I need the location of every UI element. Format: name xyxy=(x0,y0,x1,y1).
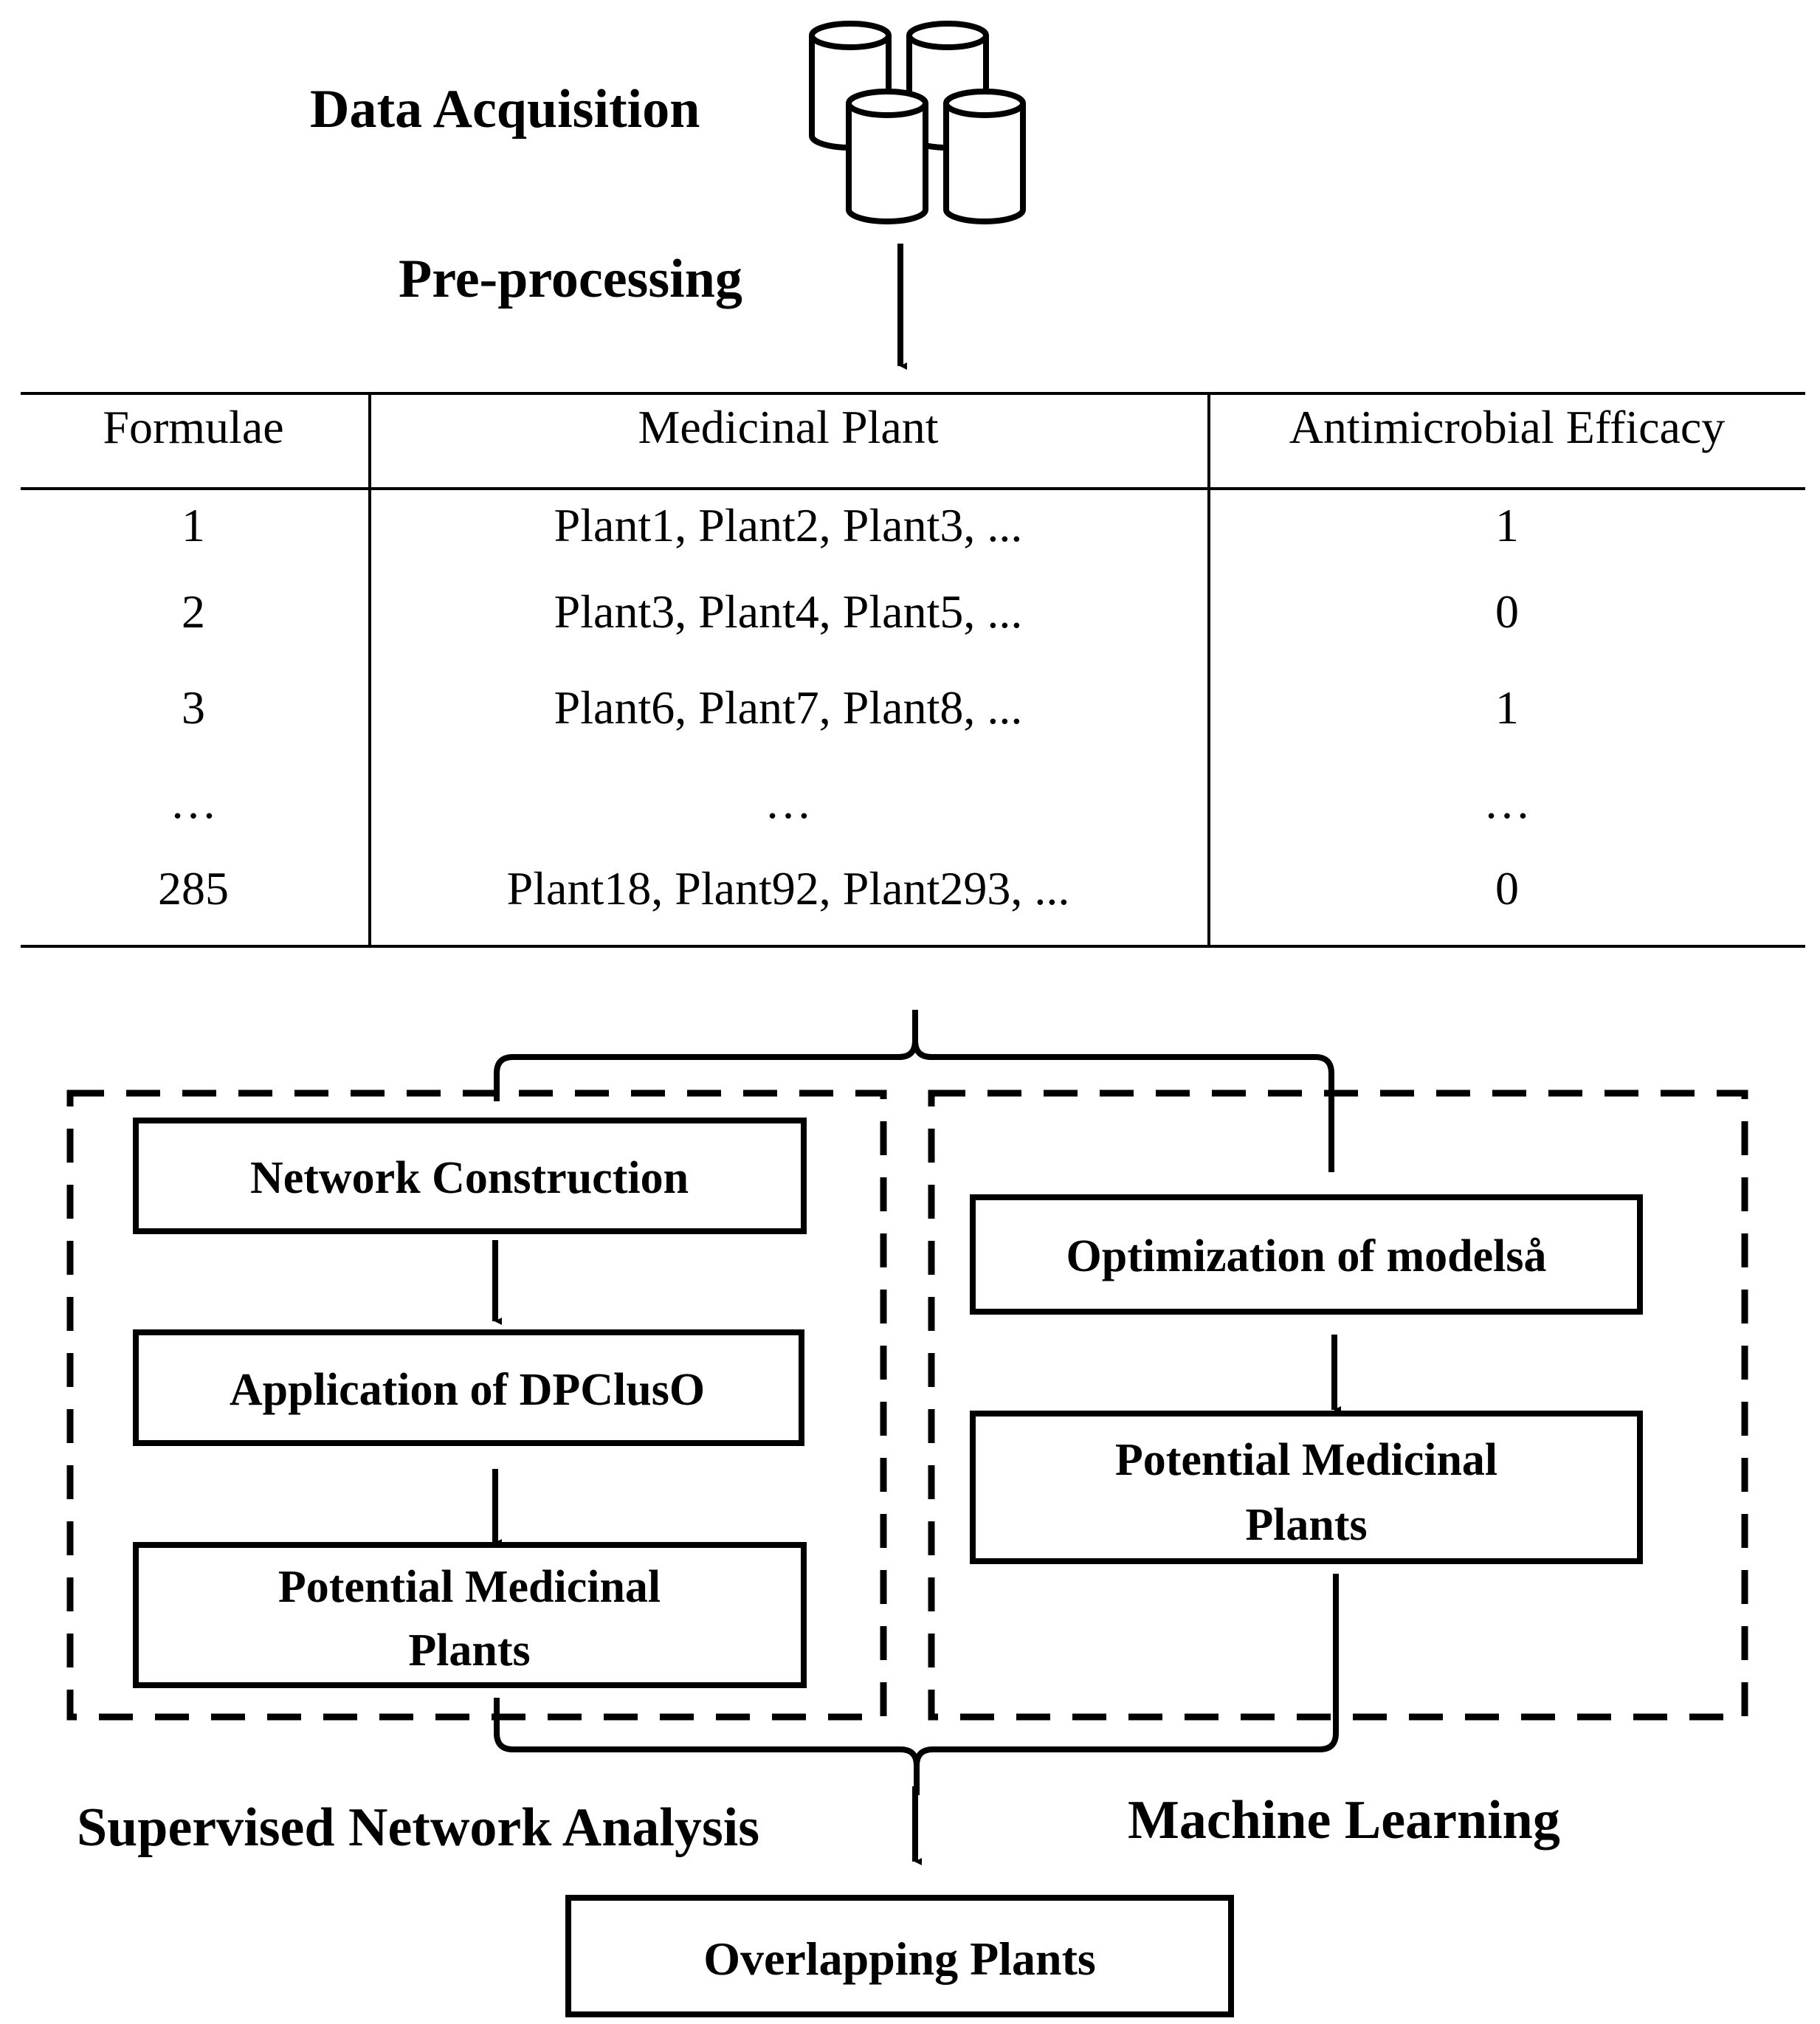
network-construction-label: Network Construction xyxy=(250,1153,689,1203)
overlapping-plants-box: Overlapping Plants xyxy=(565,1895,1234,2017)
table-row: 3 Plant6, Plant7, Plant8, ... 1 xyxy=(182,681,1519,734)
potential-plants-right-box: Potential Medicinal Plants xyxy=(970,1411,1643,1564)
table-cell-formula: 285 xyxy=(158,862,229,915)
optimization-label: Optimization of modelså xyxy=(1066,1231,1547,1281)
dpcluso-box: Application of DPClusO xyxy=(133,1329,804,1446)
potential-plants-left-line2: Plants xyxy=(408,1625,530,1676)
potential-plants-right-line1: Potential Medicinal xyxy=(1115,1435,1497,1485)
split-brace xyxy=(494,1010,1334,1172)
dpcluso-label: Application of DPClusO xyxy=(230,1365,705,1415)
formulae-table: Formulae Medicinal Plant Antimicrobial E… xyxy=(21,392,1805,948)
supervised-network-analysis-label: Supervised Network Analysis xyxy=(77,1797,759,1858)
table-row: … … … xyxy=(170,776,1531,828)
table-cell-formula: … xyxy=(170,776,217,828)
column-header-antimicrobial-efficacy: Antimicrobial Efficacy xyxy=(1289,401,1726,453)
table-row: 285 Plant18, Plant92, Plant293, ... 0 xyxy=(158,862,1519,915)
column-header-medicinal-plant: Medicinal Plant xyxy=(638,401,938,453)
table-row: 1 Plant1, Plant2, Plant3, ... 1 xyxy=(182,499,1519,551)
data-acquisition-label: Data Acquisition xyxy=(310,79,700,140)
table-cell-efficacy: 1 xyxy=(1495,499,1519,551)
machine-learning-label: Machine Learning xyxy=(1128,1790,1560,1851)
network-construction-box: Network Construction xyxy=(133,1118,807,1234)
potential-plants-left-line1: Potential Medicinal xyxy=(278,1562,661,1612)
table-cell-plants: Plant18, Plant92, Plant293, ... xyxy=(507,862,1070,915)
potential-plants-right-line2: Plants xyxy=(1245,1500,1367,1550)
table-cell-formula: 3 xyxy=(182,681,205,734)
merge-brace xyxy=(494,1574,1339,1795)
machine-learning-panel xyxy=(928,1090,1748,1721)
column-header-formulae: Formulae xyxy=(103,401,283,453)
pre-processing-label: Pre-processing xyxy=(399,249,742,309)
optimization-box: Optimization of modelså xyxy=(970,1194,1643,1315)
table-cell-efficacy: … xyxy=(1483,776,1531,828)
table-cell-formula: 1 xyxy=(182,499,205,551)
table-row: 2 Plant3, Plant4, Plant5, ... 0 xyxy=(182,585,1519,638)
supervised-network-panel xyxy=(66,1090,887,1721)
potential-plants-left-box: Potential Medicinal Plants xyxy=(133,1542,807,1688)
table-cell-plants: Plant6, Plant7, Plant8, ... xyxy=(554,681,1023,734)
table-cell-plants: Plant3, Plant4, Plant5, ... xyxy=(554,585,1023,638)
database-cylinders-icon xyxy=(809,21,1026,224)
table-cell-efficacy: 1 xyxy=(1495,681,1519,734)
table-cell-formula: 2 xyxy=(182,585,205,638)
table-cell-efficacy: 0 xyxy=(1495,862,1519,915)
table-cell-plants: Plant1, Plant2, Plant3, ... xyxy=(554,499,1023,551)
table-cell-efficacy: 0 xyxy=(1495,585,1519,638)
overlapping-plants-label: Overlapping Plants xyxy=(703,1932,1096,1985)
table-cell-plants: … xyxy=(765,776,812,828)
